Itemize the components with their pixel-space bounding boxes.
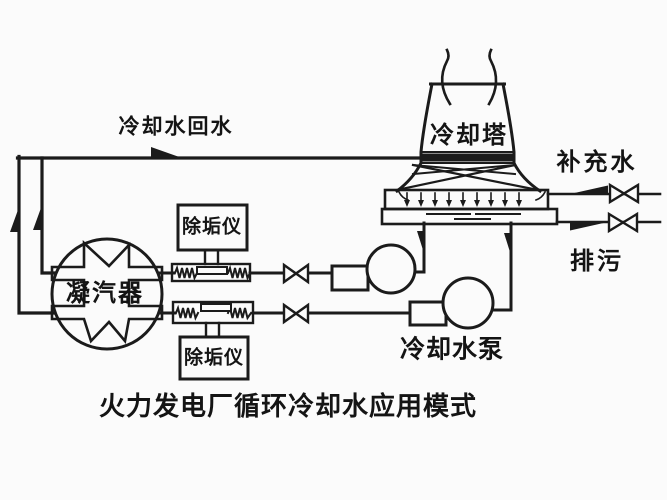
flow-arrow-down-icon [504, 233, 513, 260]
descaler-sensor-bottom [171, 300, 255, 339]
valve-icon [607, 211, 639, 234]
blowdown-line [555, 211, 662, 234]
cooling-water-pump-label: 冷却水泵 [399, 334, 505, 364]
pump-2 [408, 221, 513, 330]
flow-arrow-down-icon [417, 231, 426, 258]
descaler-bottom-label: 除垢仪 [183, 346, 245, 369]
cooling-water-return-label: 冷却水回水 [118, 114, 234, 139]
condenser-label: 凝汽器 [66, 279, 144, 307]
steam-wisp-icon [487, 48, 498, 106]
flow-arrow-left-icon [570, 185, 608, 194]
return-piping [10, 147, 423, 315]
cooling-tower-symbol [380, 48, 559, 226]
makeup-water-label: 补充水 [556, 148, 638, 176]
flow-arrow-up-icon [33, 201, 44, 230]
flow-arrow-up-icon [10, 203, 21, 232]
valve-icon [608, 182, 640, 205]
cooling-tower-label: 冷却塔 [430, 121, 508, 149]
valve-icon [282, 302, 310, 325]
pump-1 [330, 221, 426, 295]
blowdown-label: 排污 [570, 247, 624, 275]
diagram-caption: 火力发电厂循环冷却水应用模式 [98, 392, 478, 422]
makeup-water-line [546, 182, 662, 205]
steam-wisp-icon [440, 48, 452, 106]
flow-arrow-right-icon [570, 222, 608, 231]
descaler-box-bottom [178, 335, 250, 381]
descaler-box-top [176, 203, 249, 252]
descaler-sensor-top [170, 248, 252, 283]
valve-icon [282, 262, 310, 285]
spray-arrows [404, 192, 522, 207]
descaler-top-label: 除垢仪 [181, 215, 243, 238]
condenser-symbol [50, 237, 164, 351]
flow-arrow-right-icon [151, 147, 180, 158]
